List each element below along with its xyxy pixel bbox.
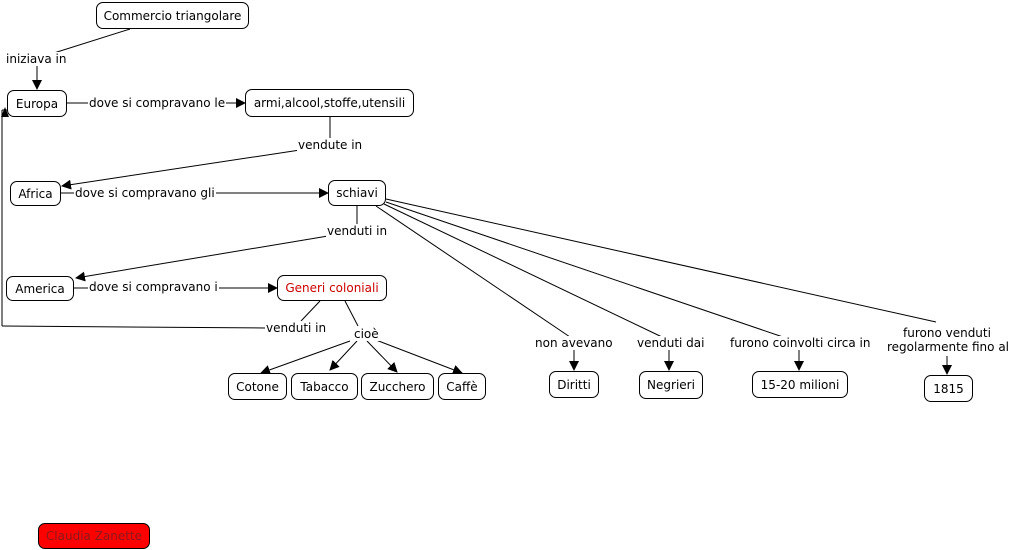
concept-label: 15-20 milioni	[760, 377, 840, 392]
concept-zucchero[interactable]: Zucchero	[361, 373, 434, 400]
arrow-line	[366, 340, 398, 373]
connector-line	[300, 300, 321, 322]
link-label-iniziava-in: iniziava in	[5, 52, 68, 66]
concept-label: Caffè	[446, 379, 478, 394]
concept-diritti[interactable]: Diritti	[549, 371, 599, 398]
link-label-dove-si-compravano-i: dove si compravano i	[88, 280, 219, 294]
concept-label: Cotone	[236, 379, 279, 394]
concept-tabacco[interactable]: Tabacco	[291, 373, 358, 400]
concept-1815[interactable]: 1815	[924, 375, 973, 402]
link-label-vendute-in: vendute in	[297, 138, 364, 152]
concept-label: Tabacco	[300, 379, 349, 394]
concept-europa[interactable]: Europa	[7, 90, 67, 117]
connector-line	[1, 325, 266, 329]
connector-line	[385, 201, 784, 338]
connector-line	[385, 198, 937, 323]
concept-schiavi[interactable]: schiavi	[328, 180, 386, 206]
arrow-line	[61, 149, 301, 190]
arrowhead	[1, 107, 9, 117]
concept-15-20-milioni[interactable]: 15-20 milioni	[752, 371, 848, 398]
link-label-furono-coinvolti: furono coinvolti circa in	[729, 336, 872, 350]
link-label-cioe: cioè	[353, 327, 380, 341]
link-label-dove-si-compravano-le: dove si compravano le	[88, 96, 227, 110]
concept-armi-alcool-stoffe-utensili[interactable]: armi,alcool,stoffe,utensili	[245, 89, 414, 117]
author-label: Claudia Zanette	[45, 529, 143, 543]
arrow-line	[260, 340, 351, 375]
concept-label: Commercio triangolare	[103, 8, 242, 23]
link-label-furono-venduti-line2: regolarmente fino al	[886, 340, 1011, 354]
author-name-box[interactable]: Claudia Zanette	[38, 523, 150, 549]
concept-label: America	[15, 281, 65, 296]
connector-line	[344, 300, 359, 327]
concept-label: schiavi	[336, 186, 378, 200]
connector-line	[383, 203, 663, 338]
concept-america[interactable]: America	[6, 276, 74, 301]
concept-label: 1815	[933, 381, 964, 396]
arrow-line	[75, 235, 329, 282]
concept-negrieri[interactable]: Negrieri	[639, 371, 703, 399]
link-label-venduti-dai: venduti dai	[636, 336, 706, 350]
arrow-line	[329, 340, 358, 371]
concept-commercio-triangolare[interactable]: Commercio triangolare	[96, 2, 249, 29]
concept-label: armi,alcool,stoffe,utensili	[253, 96, 406, 110]
concept-label: Zucchero	[369, 379, 426, 394]
concept-label: Negrieri	[647, 378, 695, 392]
concept-africa[interactable]: Africa	[10, 181, 61, 206]
arrow-line	[375, 339, 463, 375]
link-label-venduti-in-america: venduti in	[326, 224, 389, 238]
connector-line	[375, 205, 571, 338]
concept-cotone[interactable]: Cotone	[228, 373, 287, 400]
concept-label: Generi coloniali	[285, 281, 379, 295]
link-label-furono-venduti-line1: furono venduti	[902, 326, 992, 340]
concept-caffe[interactable]: Caffè	[438, 373, 486, 400]
concept-label: Europa	[15, 96, 59, 111]
concept-generi-coloniali[interactable]: Generi coloniali	[277, 275, 387, 301]
link-label-dove-si-compravano-gli: dove si compravano gli	[74, 186, 216, 200]
concept-label: Diritti	[557, 377, 591, 392]
link-label-venduti-in-europa: venduti in	[265, 321, 328, 335]
concept-label: Africa	[18, 186, 53, 201]
link-label-non-avevano: non avevano	[534, 336, 614, 350]
